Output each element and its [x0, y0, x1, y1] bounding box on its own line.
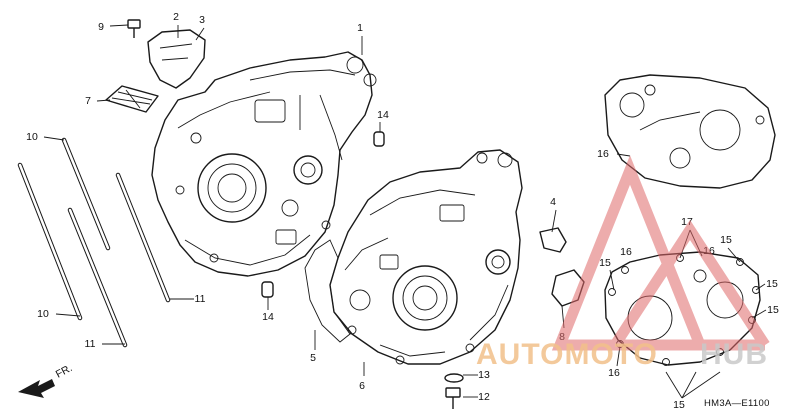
washer-13	[444, 373, 464, 383]
breather-cover	[147, 29, 206, 89]
callout-16: 16	[608, 367, 620, 379]
callout-2: 2	[173, 11, 179, 23]
watermark	[551, 155, 770, 351]
callout-7: 7	[85, 95, 91, 107]
callout-16: 16	[620, 246, 632, 258]
callout-3: 3	[199, 14, 205, 26]
oil-strainer	[105, 85, 159, 113]
callout-9: 9	[98, 21, 104, 33]
callout-14: 14	[262, 311, 274, 323]
dowel-pin-upper	[373, 131, 385, 147]
callout-14: 14	[377, 109, 389, 121]
callout-10: 10	[37, 308, 49, 320]
callout-15: 15	[766, 278, 778, 290]
bolt-12	[445, 387, 461, 409]
left-crankcase-half	[151, 51, 377, 277]
callout-15: 15	[767, 304, 779, 316]
callout-1: 1	[357, 22, 363, 34]
callout-15: 15	[673, 399, 685, 411]
front-direction-label: FR.	[54, 362, 75, 381]
callout-6: 6	[359, 380, 365, 392]
callout-11: 11	[195, 293, 206, 305]
stud-bolts	[17, 137, 171, 348]
bracket-4	[539, 227, 567, 253]
front-direction-arrow: FR.	[18, 362, 74, 398]
right-crankcase-half	[329, 149, 523, 365]
watermark-text-hub: HUB	[700, 338, 768, 371]
callout-5: 5	[310, 352, 316, 364]
dowel-pin-lower	[261, 281, 274, 298]
watermark-text-automoto: AUTOMOTO	[476, 338, 658, 371]
callout-13: 13	[478, 369, 490, 381]
crankcase-gasket	[304, 239, 351, 343]
screw-9	[127, 19, 141, 38]
callout-17: 17	[681, 216, 693, 228]
watermark-logo-icon	[551, 155, 770, 351]
callout-15: 15	[720, 234, 732, 246]
callout-16: 16	[597, 148, 609, 160]
callout-4: 4	[550, 196, 556, 208]
callout-10: 10	[26, 131, 38, 143]
callout-15: 15	[599, 257, 611, 269]
callout-12: 12	[478, 391, 490, 403]
callout-11: 11	[85, 338, 96, 350]
diagram-code: HM3A—E1100	[704, 398, 770, 409]
